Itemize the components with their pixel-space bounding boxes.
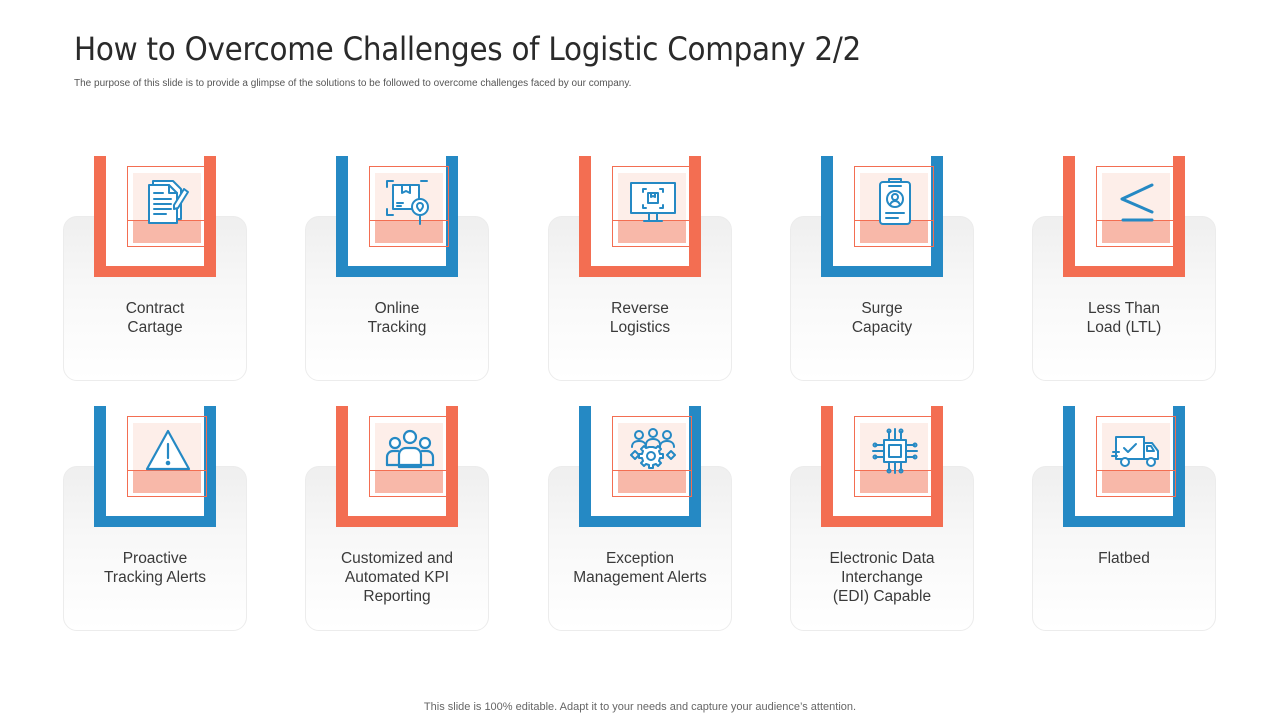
card-kpi-reporting: Customized and Automated KPI Reporting	[305, 406, 489, 631]
team-icon	[385, 429, 435, 469]
team-gear-icon	[630, 428, 676, 469]
card-reverse-logistics: Reverse Logistics	[548, 156, 732, 381]
card-proactive-tracking-alerts: Proactive Tracking Alerts	[63, 406, 247, 631]
card-label: Proactive Tracking Alerts	[104, 550, 206, 586]
card-label: Exception Management Alerts	[573, 550, 707, 586]
footer-note: This slide is 100% editable. Adapt it to…	[423, 701, 857, 713]
card-label: Contract Cartage	[125, 300, 185, 336]
card-flatbed: Flatbed	[1032, 406, 1216, 631]
less-than-or-equal-icon	[1120, 183, 1154, 222]
card-label: Reverse Logistics	[609, 300, 671, 336]
card-online-tracking: Online Tracking	[305, 156, 489, 381]
card-exception-management-alerts: Exception Management Alerts	[548, 406, 732, 631]
card-contract-cartage: Contract Cartage	[63, 156, 247, 381]
monitor-box-icon	[630, 182, 676, 222]
warning-icon	[145, 429, 191, 471]
icon-holder	[821, 156, 943, 277]
chip-icon	[872, 428, 918, 474]
icon-holder	[94, 156, 216, 277]
card-edi-capable: Electronic Data Interchange (EDI) Capabl…	[790, 406, 974, 631]
card-label: Customized and Automated KPI Reporting	[340, 550, 453, 605]
icon-holder	[821, 406, 943, 527]
clipboard-person-icon	[879, 178, 911, 225]
page-title: How to Overcome Challenges of Logistic C…	[74, 30, 862, 68]
card-surge-capacity: Surge Capacity	[790, 156, 974, 381]
truck-icon	[1111, 436, 1159, 467]
card-label: Online Tracking	[367, 300, 427, 336]
card-label: Electronic Data Interchange (EDI) Capabl…	[829, 550, 935, 605]
card-less-than-load: Less Than Load (LTL)	[1032, 156, 1216, 381]
icon-holder	[579, 406, 701, 527]
card-panel	[63, 466, 247, 631]
icon-holder	[336, 406, 458, 527]
page-subtitle: The purpose of this slide is to provide …	[74, 78, 632, 89]
card-label: Surge Capacity	[851, 300, 913, 336]
icon-holder	[1063, 156, 1185, 277]
card-label: Less Than Load (LTL)	[1086, 300, 1162, 336]
icon-holder	[94, 406, 216, 527]
icon-holder	[1063, 406, 1185, 527]
contract-document-icon	[148, 180, 189, 224]
card-label: Flatbed	[1098, 550, 1150, 567]
icon-holder	[579, 156, 701, 277]
package-tracking-icon	[386, 180, 429, 225]
icon-holder	[336, 156, 458, 277]
